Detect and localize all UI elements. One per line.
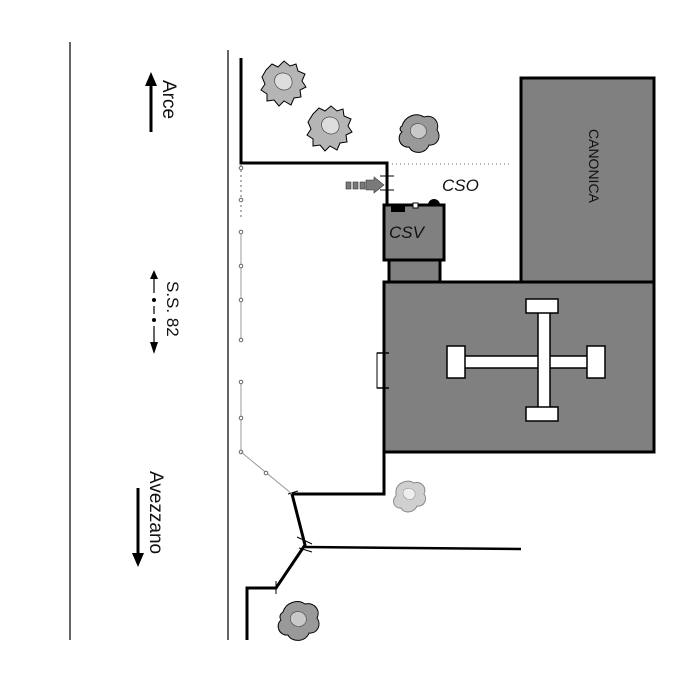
tree-icon [277,601,320,641]
tree-icon [306,105,353,152]
boundary-wall-south [245,452,386,640]
csv-marker-dark [391,204,405,212]
label-arce: Arce [158,80,179,119]
chain-fence [238,165,293,495]
csv-lower-block [387,258,442,284]
label-cso: CSO [442,176,479,195]
label-rectory: CANONICA [586,129,602,204]
arrow-down-icon [132,488,144,567]
double-arrow-icon [150,270,158,354]
cso-marker [428,199,440,205]
fence-ticks [275,175,394,594]
boundary-wall-branch [304,545,522,551]
tree-icon [260,60,307,107]
label-road-name: S.S. 82 [163,281,182,337]
arrow-up-icon [145,72,157,132]
church-door [376,352,389,389]
dashed-arrow-right-icon [345,176,385,194]
tree-icon [398,114,440,153]
boundary-wall-north [239,58,389,205]
rectory-building [519,76,656,284]
csv-marker-light [412,202,419,209]
label-avezzano: Avezzano [145,471,166,554]
greek-cross-icon [446,298,606,422]
tree-icon [393,480,427,513]
label-csv: CSV [389,223,426,242]
